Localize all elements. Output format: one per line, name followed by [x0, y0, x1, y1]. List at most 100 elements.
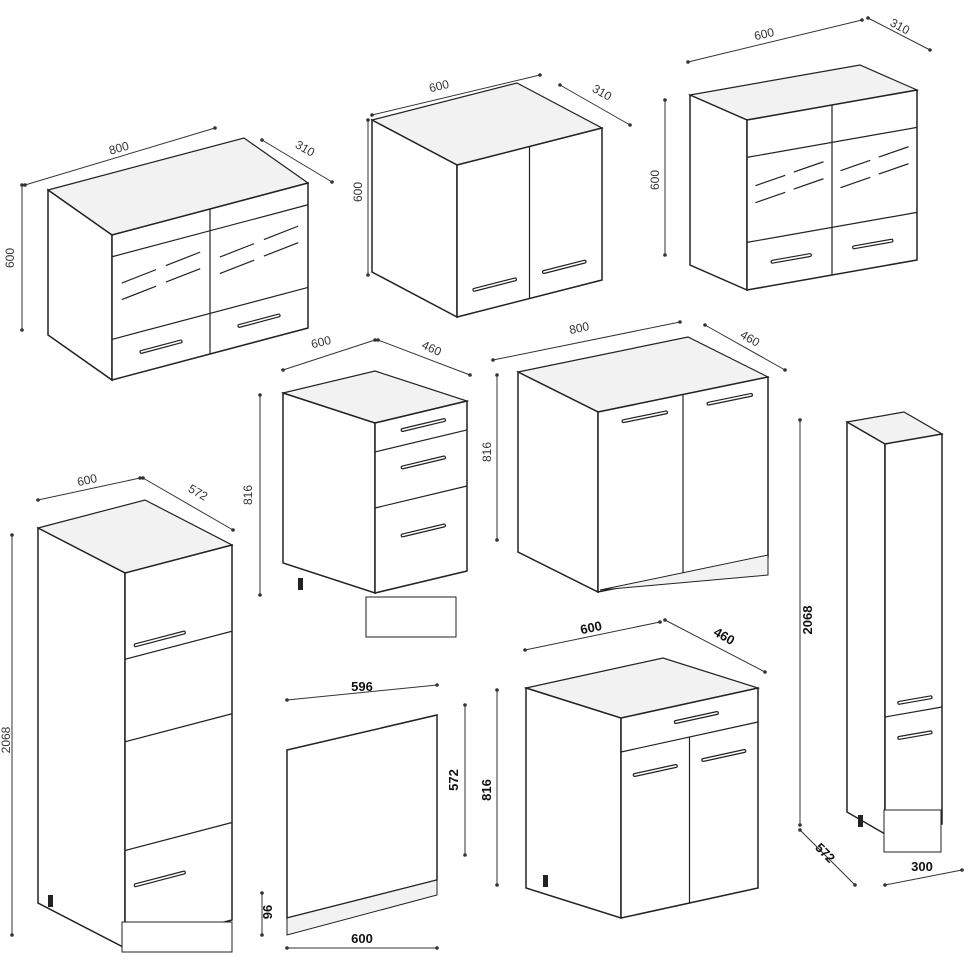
- dimension: 600: [36, 471, 142, 502]
- dimension-arrow-icon: [763, 670, 767, 674]
- dimension-arrow-icon: [366, 118, 370, 122]
- shelf-line: [124, 821, 233, 852]
- dimension-arrow-icon: [853, 883, 857, 887]
- side-panel: [846, 420, 886, 836]
- handle-highlight: [473, 278, 516, 291]
- plinth: [599, 554, 769, 591]
- dimension-label: 600: [76, 471, 99, 489]
- handle-highlight: [401, 419, 445, 431]
- handle-highlight: [622, 411, 667, 422]
- dimension-arrow-icon: [260, 138, 264, 142]
- dimension-label: 572: [812, 840, 838, 866]
- dimension-arrow-icon: [141, 476, 145, 480]
- dimension-label: 300: [911, 859, 933, 874]
- dimension-arrow-icon: [663, 618, 667, 622]
- dimension-arrow-icon: [36, 498, 40, 502]
- dimension-arrow-icon: [703, 323, 707, 327]
- frame-line: [746, 126, 918, 158]
- dimension-label: 2068: [800, 606, 815, 635]
- dimension-label: 310: [293, 137, 318, 159]
- leg: [543, 875, 548, 887]
- dimension-line: [261, 139, 333, 183]
- side-panel: [37, 526, 126, 950]
- dimension-arrow-icon: [538, 73, 542, 77]
- dimension-label: 800: [107, 139, 130, 158]
- shelf-reflection: [219, 259, 255, 275]
- dimension-label: 310: [590, 81, 615, 103]
- leg: [298, 578, 303, 590]
- dimension-label: 600: [648, 170, 662, 190]
- shelf-reflection: [840, 176, 871, 189]
- drawer-line: [746, 211, 918, 243]
- dimension: 816: [479, 688, 499, 887]
- dimension-arrow-icon: [798, 823, 802, 827]
- dimension-line: [24, 127, 216, 186]
- dimension-arrow-icon: [366, 273, 370, 277]
- dimension-arrow-icon: [523, 648, 527, 652]
- dimension: 96: [260, 891, 275, 937]
- dimension-line: [286, 684, 438, 701]
- dimension-label: 460: [711, 624, 737, 648]
- front-face: [884, 433, 943, 835]
- dimension-arrow-icon: [330, 180, 334, 184]
- door-split: [884, 706, 943, 718]
- shelf-reflection: [263, 225, 299, 241]
- dimension-label: 460: [738, 327, 763, 349]
- dimension: 596: [285, 679, 439, 702]
- dimension-label: 816: [479, 779, 494, 801]
- shelf-line: [124, 713, 233, 743]
- dimension-line: [37, 477, 141, 501]
- dimension-arrow-icon: [213, 126, 217, 130]
- dimension-arrow-icon: [678, 320, 682, 324]
- dimension-arrow-icon: [281, 368, 285, 372]
- dimension-arrow-icon: [495, 373, 499, 377]
- flap-line: [124, 630, 233, 660]
- dimension-arrow-icon: [883, 883, 887, 887]
- dimension-arrow-icon: [798, 418, 802, 422]
- drawer-line: [111, 286, 309, 340]
- dimension-label: 572: [446, 769, 461, 791]
- dimension-line: [492, 321, 681, 361]
- dimension: 572: [446, 703, 467, 857]
- handle-highlight: [543, 260, 586, 273]
- handle-highlight: [401, 524, 445, 537]
- dimension-line: [884, 869, 963, 886]
- glass-wall-cabinet-800: [46, 137, 310, 382]
- handle-highlight: [898, 731, 932, 739]
- handle-highlight: [707, 394, 752, 405]
- dimension-arrow-icon: [138, 476, 142, 480]
- drawer-line: [374, 485, 468, 509]
- dimension-arrow-icon: [468, 373, 472, 377]
- dimension-arrow-icon: [23, 183, 27, 187]
- handle-highlight: [134, 631, 185, 647]
- dimension-line: [371, 74, 541, 116]
- dimension-arrow-icon: [558, 83, 562, 87]
- dimension-arrow-icon: [860, 18, 864, 22]
- dimension: 600: [285, 931, 439, 950]
- dimension-line: [664, 619, 766, 673]
- dimension: 572: [798, 828, 857, 887]
- dimension: 816: [241, 393, 262, 597]
- dimension-arrow-icon: [798, 828, 802, 832]
- dimension-arrow-icon: [285, 946, 289, 950]
- front-face: [124, 544, 233, 949]
- handle-highlight: [771, 254, 811, 263]
- shelf-reflection: [165, 268, 201, 283]
- side-panel: [282, 391, 376, 595]
- plinth: [121, 921, 233, 953]
- dimension: 600: [648, 98, 667, 257]
- dimension-line: [867, 17, 931, 51]
- shelf-reflection: [878, 163, 909, 175]
- dimension-label: 572: [186, 481, 211, 503]
- dimension-label: 600: [753, 25, 776, 43]
- dimension-arrow-icon: [663, 253, 667, 257]
- shelf-reflection: [793, 178, 824, 190]
- dimension-arrow-icon: [435, 683, 439, 687]
- dimension: 300: [883, 859, 964, 887]
- sink-base-cabinet-800: [516, 336, 770, 594]
- dimension-arrow-icon: [960, 868, 964, 872]
- dimension-label: 600: [310, 333, 333, 352]
- handle-highlight: [238, 314, 280, 327]
- dimension-arrow-icon: [258, 393, 262, 397]
- shelf-reflection: [840, 159, 871, 172]
